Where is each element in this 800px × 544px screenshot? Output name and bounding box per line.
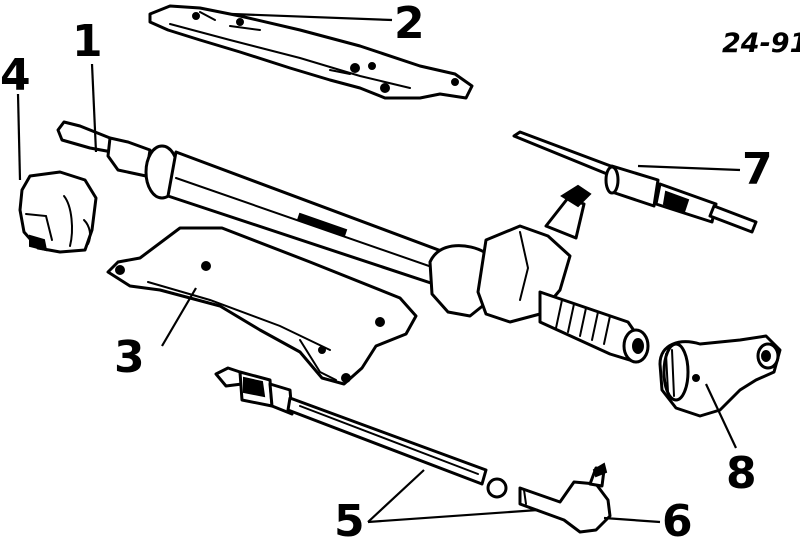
lower-mounting-plate (106, 226, 418, 386)
figure-reference-code: 24-91 (722, 28, 800, 59)
callout-4: 4 (0, 50, 31, 101)
leader-lines (16, 12, 741, 524)
leader-line-3 (161, 287, 197, 347)
leader-line-6 (603, 516, 661, 524)
callout-2: 2 (394, 0, 425, 49)
callout-3: 3 (114, 332, 145, 383)
upper-mounting-plate (148, 4, 474, 100)
tie-rod-end (518, 462, 612, 534)
callout-7: 7 (742, 144, 773, 195)
leader-line-5a (367, 469, 425, 523)
leader-line-8 (705, 383, 737, 449)
leader-line-2 (231, 12, 393, 22)
rack-mounting-bushing (18, 170, 98, 254)
tie-rod (214, 366, 508, 499)
leader-line-1 (90, 63, 98, 153)
callout-1: 1 (72, 16, 103, 67)
steering-arm-bracket (658, 334, 782, 418)
leader-line-5b (367, 508, 539, 524)
callout-5: 5 (334, 496, 365, 540)
callout-8: 8 (726, 448, 757, 499)
leader-line-4 (16, 93, 22, 181)
leader-line-7 (637, 164, 741, 172)
callout-6: 6 (662, 496, 693, 540)
rack-end-rod (512, 130, 758, 234)
steering-rack-housing (56, 120, 650, 364)
